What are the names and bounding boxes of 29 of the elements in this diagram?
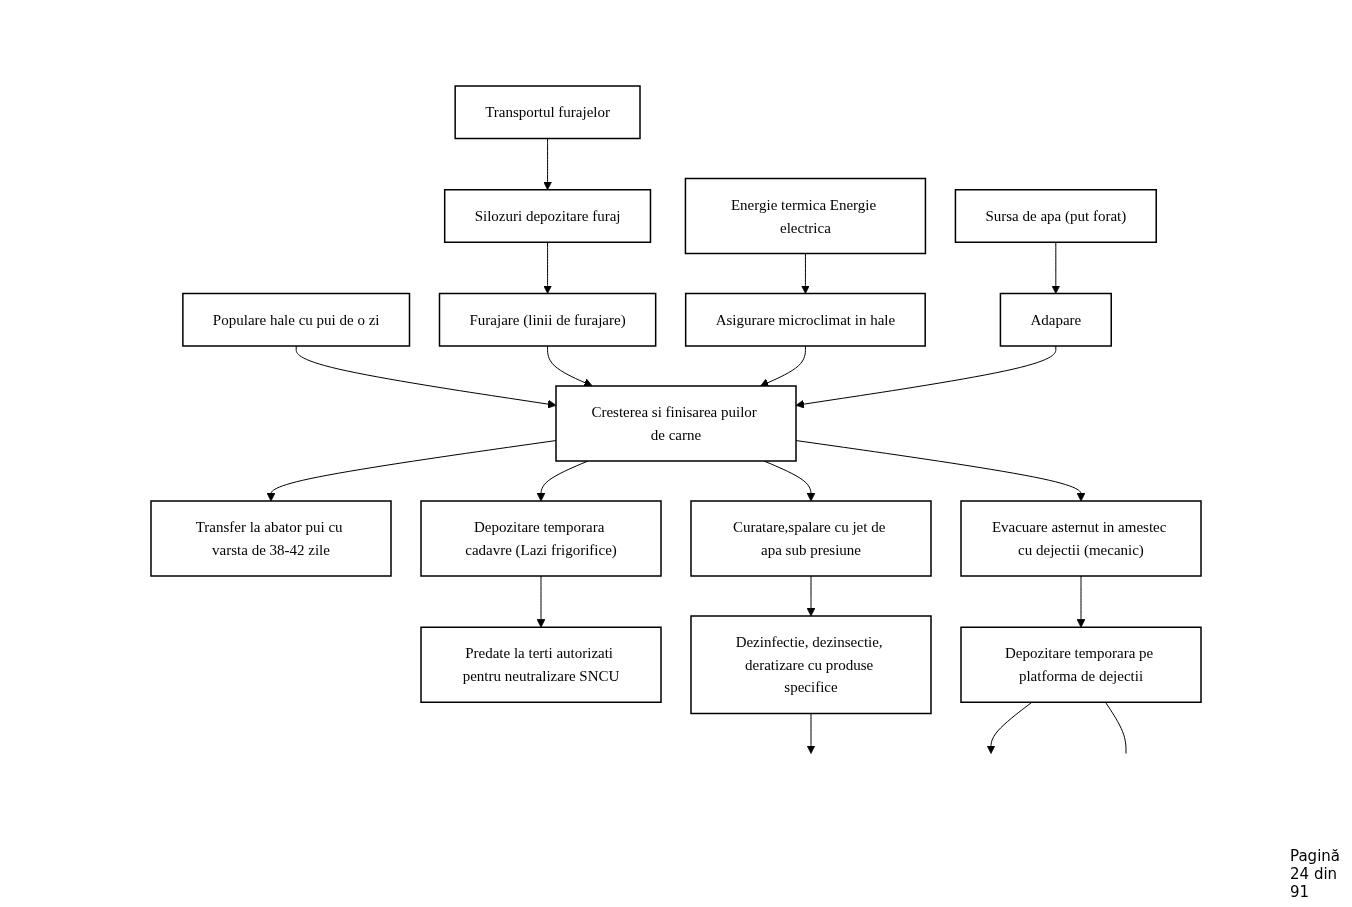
node-box: Depozitare temporara pe platforma de dejectii [960,626,1202,704]
node-box: Adapare [999,293,1112,347]
node-box: Transportul furajelor [454,85,641,140]
arrow [536,575,546,628]
node-box: Energie termica Energie electrica [684,178,927,255]
node-box: Curatare,spalare cu jet de apa sub presiune [690,500,932,577]
arrow [543,138,552,191]
node-box: Silozuri depozitare furaj [443,189,652,244]
arrow [547,345,593,388]
node-box: Dezinfectie, dezinsectie, deratizare cu produse specifice [690,615,932,715]
node-box: Evacuare asternut in amestec cu dejectii (mecanic) [960,500,1202,577]
arrow [1076,575,1086,628]
arrow [543,242,552,295]
arrow [295,345,557,409]
arrow [266,440,557,502]
node-box: Depozitare temporara cadavre (Lazi frigorifice) [420,500,662,577]
page-number: Pagină 24 din 91 [1290,847,1340,901]
arrow [801,253,810,295]
arrow [1051,242,1061,295]
node-box: Sursa de apa (put forat) [954,189,1157,244]
node-box: Asigurare microclimat in hale [684,293,926,347]
node-box: Populare hale cu pui de o zi [182,293,411,347]
arrow [806,575,816,617]
node-box: Predate la terti autorizati pentru neutralizare SNCU [420,626,662,704]
arrow [760,345,806,388]
connector [1105,702,1127,755]
node-box: Furajare (linii de furajare) [438,293,657,347]
node-box: Cresterea si finisarea puilor de carne [555,385,797,462]
node-box: Transfer la abator pui cu varsta de 38-42 zile [150,500,392,577]
